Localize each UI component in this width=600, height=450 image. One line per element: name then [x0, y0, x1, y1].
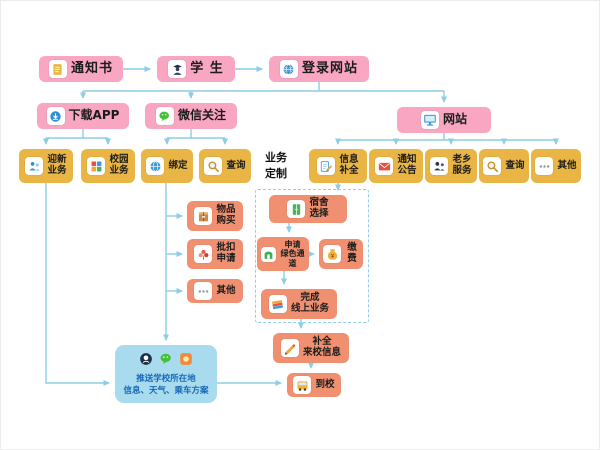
- magnifier-icon: [204, 157, 223, 175]
- pen-icon: [280, 339, 299, 357]
- node-label: 迎新 业务: [47, 154, 67, 176]
- node-pay-fee: 缴费: [319, 239, 363, 269]
- node-batch-deduction: 批扣 申请: [187, 239, 243, 269]
- form-pencil-icon: [317, 157, 336, 175]
- bus-icon: [293, 376, 312, 394]
- ellipsis-icon: [535, 157, 554, 175]
- online-business-group-border: [255, 189, 369, 323]
- node-notice-announcement: 通知 公告: [369, 149, 423, 183]
- grid-icon: [87, 157, 106, 175]
- node-label: 其他: [557, 159, 577, 171]
- node-download-app: 下载APP: [37, 103, 129, 129]
- node-arrive-at-school: 到校: [287, 373, 341, 397]
- node-label: 登录网站: [301, 60, 358, 76]
- node-item-purchase: 物品 购买: [187, 201, 243, 231]
- people-dark-icon: [430, 157, 449, 175]
- node-dorm-selection: 宿舍 选择: [269, 195, 347, 223]
- node-notification-letter: 通知书: [39, 56, 123, 82]
- node-label: 缴费: [347, 242, 357, 264]
- node-hometown-service: 老乡 服务: [425, 149, 477, 183]
- push-info-text: 推送学校所在地 信息、天气、乘车方案: [123, 374, 209, 396]
- weather-app-icon: [179, 351, 193, 370]
- node-label: 到校: [315, 378, 335, 390]
- node-label: 查询: [505, 159, 525, 171]
- cards-icon: [268, 295, 287, 313]
- arch-door-icon: [261, 246, 276, 262]
- node-label: 绑定: [168, 159, 188, 171]
- globe-icon: [279, 60, 298, 78]
- node-other-app: 其他: [187, 279, 243, 303]
- node-student: 学 生: [157, 56, 235, 82]
- node-label: 查询: [226, 159, 246, 171]
- node-green-channel: 申请 绿色通道: [257, 237, 309, 271]
- node-other-site: 其他: [531, 149, 581, 183]
- node-label: 完成 线上业务: [290, 292, 329, 314]
- monitor-icon: [420, 111, 439, 129]
- node-welcome-business: 迎新 业务: [19, 149, 73, 183]
- moneybag-icon: [323, 245, 341, 263]
- node-info-complete: 信息 补全: [309, 149, 367, 183]
- magnifier-icon: [483, 157, 502, 175]
- node-label: 通知书: [70, 60, 113, 76]
- node-bind: 绑定: [141, 149, 193, 183]
- node-complete-online-business: 完成 线上业务: [261, 289, 337, 319]
- node-label: 通知 公告: [397, 154, 417, 176]
- wechat-icon: [159, 351, 173, 370]
- node-label: 其他: [216, 284, 236, 296]
- envelope-icon: [375, 157, 394, 175]
- node-label: 学 生: [190, 60, 224, 76]
- node-label: 补全 来校信息: [302, 336, 341, 358]
- app-icons-row: [139, 351, 193, 370]
- package-icon: [194, 207, 213, 225]
- node-complete-arrival-info: 补全 来校信息: [273, 333, 349, 363]
- push-info-panel: 推送学校所在地 信息、天气、乘车方案: [115, 345, 217, 403]
- ellipsis-icon: [194, 282, 213, 300]
- label-business-customization: 业务 定制: [265, 151, 287, 180]
- node-website: 网站: [397, 107, 491, 133]
- node-wechat-follow: 微信关注: [145, 103, 237, 129]
- download-icon: [46, 107, 65, 125]
- node-label: 网站: [442, 112, 467, 127]
- node-query-wechat: 查询: [199, 149, 251, 183]
- node-campus-business: 校园 业务: [81, 149, 135, 183]
- chat-app-icon: [139, 351, 153, 370]
- node-login-website: 登录网站: [269, 56, 369, 82]
- people-blue-icon: [25, 157, 44, 175]
- student-icon: [168, 60, 187, 78]
- node-label: 老乡 服务: [452, 154, 472, 176]
- globe-icon: [146, 157, 165, 175]
- document-icon: [48, 60, 67, 78]
- wechat-icon: [155, 107, 174, 125]
- node-label: 信息 补全: [339, 154, 359, 176]
- node-label: 申请 绿色通道: [280, 240, 305, 268]
- node-label: 宿舍 选择: [309, 197, 329, 219]
- flower-icon: [194, 245, 213, 263]
- node-label: 物品 购买: [216, 204, 236, 226]
- cabinet-icon: [287, 200, 306, 218]
- node-label: 校园 业务: [109, 154, 129, 176]
- node-query-site: 查询: [479, 149, 529, 183]
- node-label: 下载APP: [68, 108, 120, 123]
- node-label: 批扣 申请: [216, 242, 236, 264]
- node-label: 微信关注: [177, 108, 226, 123]
